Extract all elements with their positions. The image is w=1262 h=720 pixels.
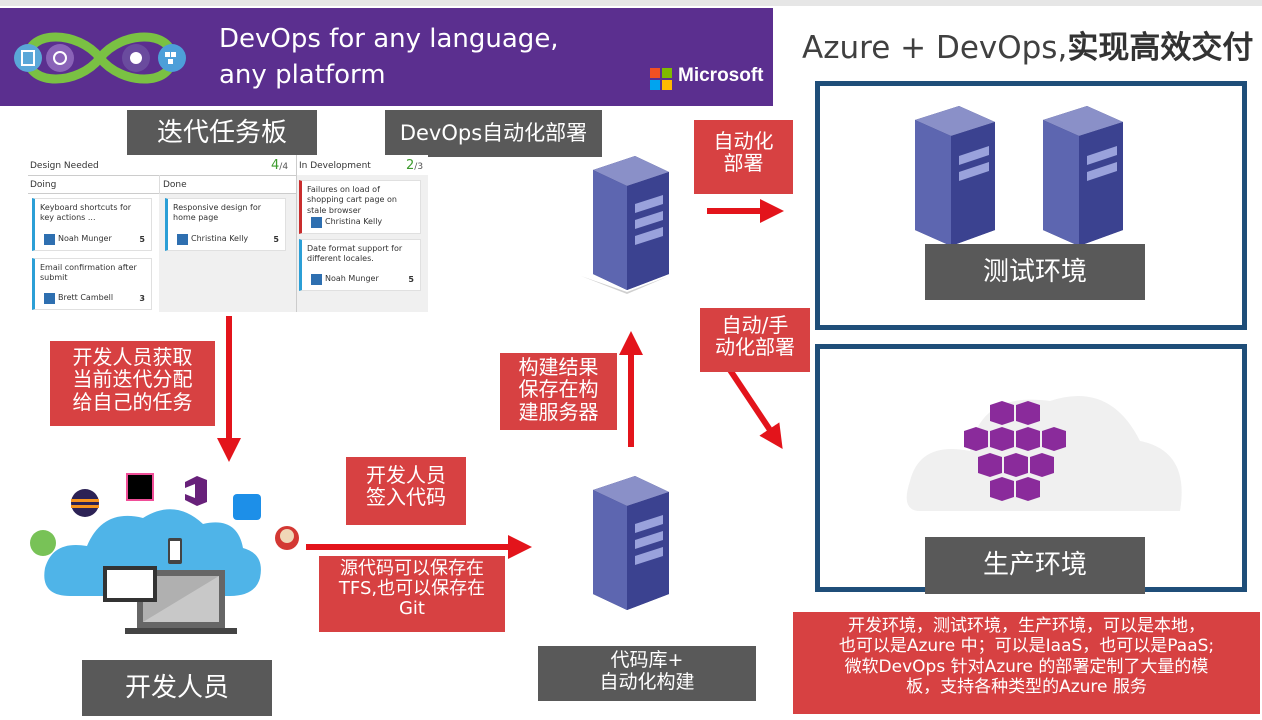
callout-line: 开发人员获取 xyxy=(72,345,193,369)
callout-dev-checkin: 开发人员 签入代码 xyxy=(346,457,466,525)
callout-dev-get-tasks: 开发人员获取 当前迭代分配 给自己的任务 xyxy=(50,341,215,426)
column-in-development: In Development xyxy=(299,161,371,171)
xcode-icon xyxy=(233,494,261,520)
card-owner: Christina Kelly xyxy=(325,217,383,227)
repo-build-label: 代码库+ 自动化构建 xyxy=(538,646,756,701)
callout-line: 构建结果 xyxy=(518,355,599,379)
banner-line-1: DevOps for any language, xyxy=(219,24,559,54)
card-title: Date format support for different locale… xyxy=(307,244,403,264)
card-owner: Noah Munger xyxy=(58,234,112,244)
work-item-card[interactable]: Email confirmation after submit Brett Ca… xyxy=(32,258,152,310)
callout-line: 开发人员 xyxy=(366,463,446,487)
callout-line: 自动化 xyxy=(713,129,774,153)
microsoft-logo-icon xyxy=(650,68,672,90)
card-points: 3 xyxy=(139,293,145,303)
test-env-label: 测试环境 xyxy=(925,244,1145,300)
callout-auto-deploy: 自动化 部署 xyxy=(694,120,793,194)
card-owner: Christina Kelly xyxy=(191,234,249,244)
task-board: Design Needed 4/4 Doing Done In Developm… xyxy=(28,155,428,312)
avatar xyxy=(311,274,322,285)
devops-infinity-logo-icon xyxy=(14,32,186,84)
column-design-needed: Design Needed xyxy=(30,161,99,171)
callout-line: 源代码可以保存在 xyxy=(340,558,484,579)
developers-label: 开发人员 xyxy=(82,660,272,716)
label-line: 代码库+ xyxy=(610,649,684,671)
intellij-icon xyxy=(127,474,153,500)
work-item-card[interactable]: Keyboard shortcuts for key actions ... N… xyxy=(32,198,152,251)
card-title: Email confirmation after submit xyxy=(40,263,137,283)
callout-line: 部署 xyxy=(723,151,764,176)
note-line: 也可以是Azure 中；可以是IaaS，也可以是PaaS; xyxy=(838,636,1215,657)
design-count-sub: /4 xyxy=(279,162,289,172)
card-title: Failures on load of shopping cart page o… xyxy=(307,185,397,215)
column-done: Done xyxy=(163,180,187,190)
test-environment-box: 测试环境 xyxy=(815,81,1247,330)
devops-deploy-label: DevOps自动化部署 xyxy=(385,110,602,157)
board-divider xyxy=(28,193,296,194)
prod-env-label: 生产环境 xyxy=(925,537,1145,594)
avatar xyxy=(44,234,55,245)
repo-server-icon xyxy=(593,476,669,610)
iteration-board-label: 迭代任务板 xyxy=(127,110,317,157)
note-line: 微软DevOps 针对Azure 的部署定制了大量的模 xyxy=(844,656,1209,677)
label-line: 自动化构建 xyxy=(599,670,695,693)
dev-count-sub: /3 xyxy=(414,162,424,172)
work-item-card[interactable]: Failures on load of shopping cart page o… xyxy=(299,180,421,234)
design-count: 4/4 xyxy=(271,158,288,173)
title-prefix: Azure + DevOps, xyxy=(802,30,1068,66)
design-count-main: 4 xyxy=(271,158,280,173)
title-suffix: 实现高效交付 xyxy=(1067,30,1254,66)
note-line: 板，支持各种类型的Azure 服务 xyxy=(906,677,1147,698)
cloud-icon xyxy=(906,396,1182,511)
callout-line: 建服务器 xyxy=(518,399,599,424)
column-doing: Doing xyxy=(30,180,57,190)
card-title: Responsive design for home page xyxy=(173,203,262,223)
card-owner: Brett Cambell xyxy=(58,293,114,303)
avatar xyxy=(311,217,322,228)
avatar xyxy=(177,234,188,245)
board-divider xyxy=(28,175,296,176)
callout-line: TFS,也可以保存在 xyxy=(338,578,486,600)
visual-studio-icon xyxy=(185,476,207,506)
environment-note: 开发环境，测试环境，生产环境，可以是本地， 也可以是Azure 中；可以是Iaa… xyxy=(793,612,1260,714)
prod-environment-box: 生产环境 xyxy=(815,344,1247,594)
banner-line-2: any platform xyxy=(219,60,386,90)
eclipse-icon xyxy=(71,489,99,517)
page-title: Azure + DevOps,实现高效交付 xyxy=(802,22,1253,67)
avatar xyxy=(44,293,55,304)
kubernetes-cluster-icon xyxy=(964,401,1066,501)
card-owner: Noah Munger xyxy=(325,274,379,284)
callout-line: Git xyxy=(398,598,425,620)
devops-banner: DevOps for any language, any platform Mi… xyxy=(0,8,773,106)
dev-count-main: 2 xyxy=(406,158,415,173)
work-item-card[interactable]: Responsive design for home page Christin… xyxy=(165,198,286,251)
card-points: 5 xyxy=(139,234,145,244)
column-separator xyxy=(296,155,297,312)
card-points: 5 xyxy=(273,234,279,244)
callout-line: 签入代码 xyxy=(366,485,446,510)
callout-line: 保存在构 xyxy=(518,377,599,402)
work-item-card[interactable]: Date format support for different locale… xyxy=(299,239,421,291)
callout-build-result: 构建结果 保存在构 建服务器 xyxy=(500,353,617,430)
note-line: 开发环境，测试环境，生产环境，可以是本地， xyxy=(848,616,1205,636)
top-divider xyxy=(0,0,1262,6)
callout-line: 给自己的任务 xyxy=(72,389,193,414)
dev-count: 2/3 xyxy=(406,158,423,173)
callout-auto-manual-deploy: 自动/手 动化部署 xyxy=(700,308,810,372)
test-servers-icon xyxy=(915,106,1123,246)
card-title: Keyboard shortcuts for key actions ... xyxy=(40,203,132,223)
callout-line: 自动/手 xyxy=(721,313,789,337)
card-points: 5 xyxy=(408,274,414,284)
android-studio-icon xyxy=(30,530,56,556)
developer-tools-illustration xyxy=(30,473,299,634)
callout-line: 动化部署 xyxy=(715,335,795,360)
callout-source-code: 源代码可以保存在 TFS,也可以保存在 Git xyxy=(319,556,505,632)
build-server-icon xyxy=(581,156,669,294)
microsoft-wordmark: Microsoft xyxy=(678,65,764,86)
callout-line: 当前迭代分配 xyxy=(72,367,193,392)
